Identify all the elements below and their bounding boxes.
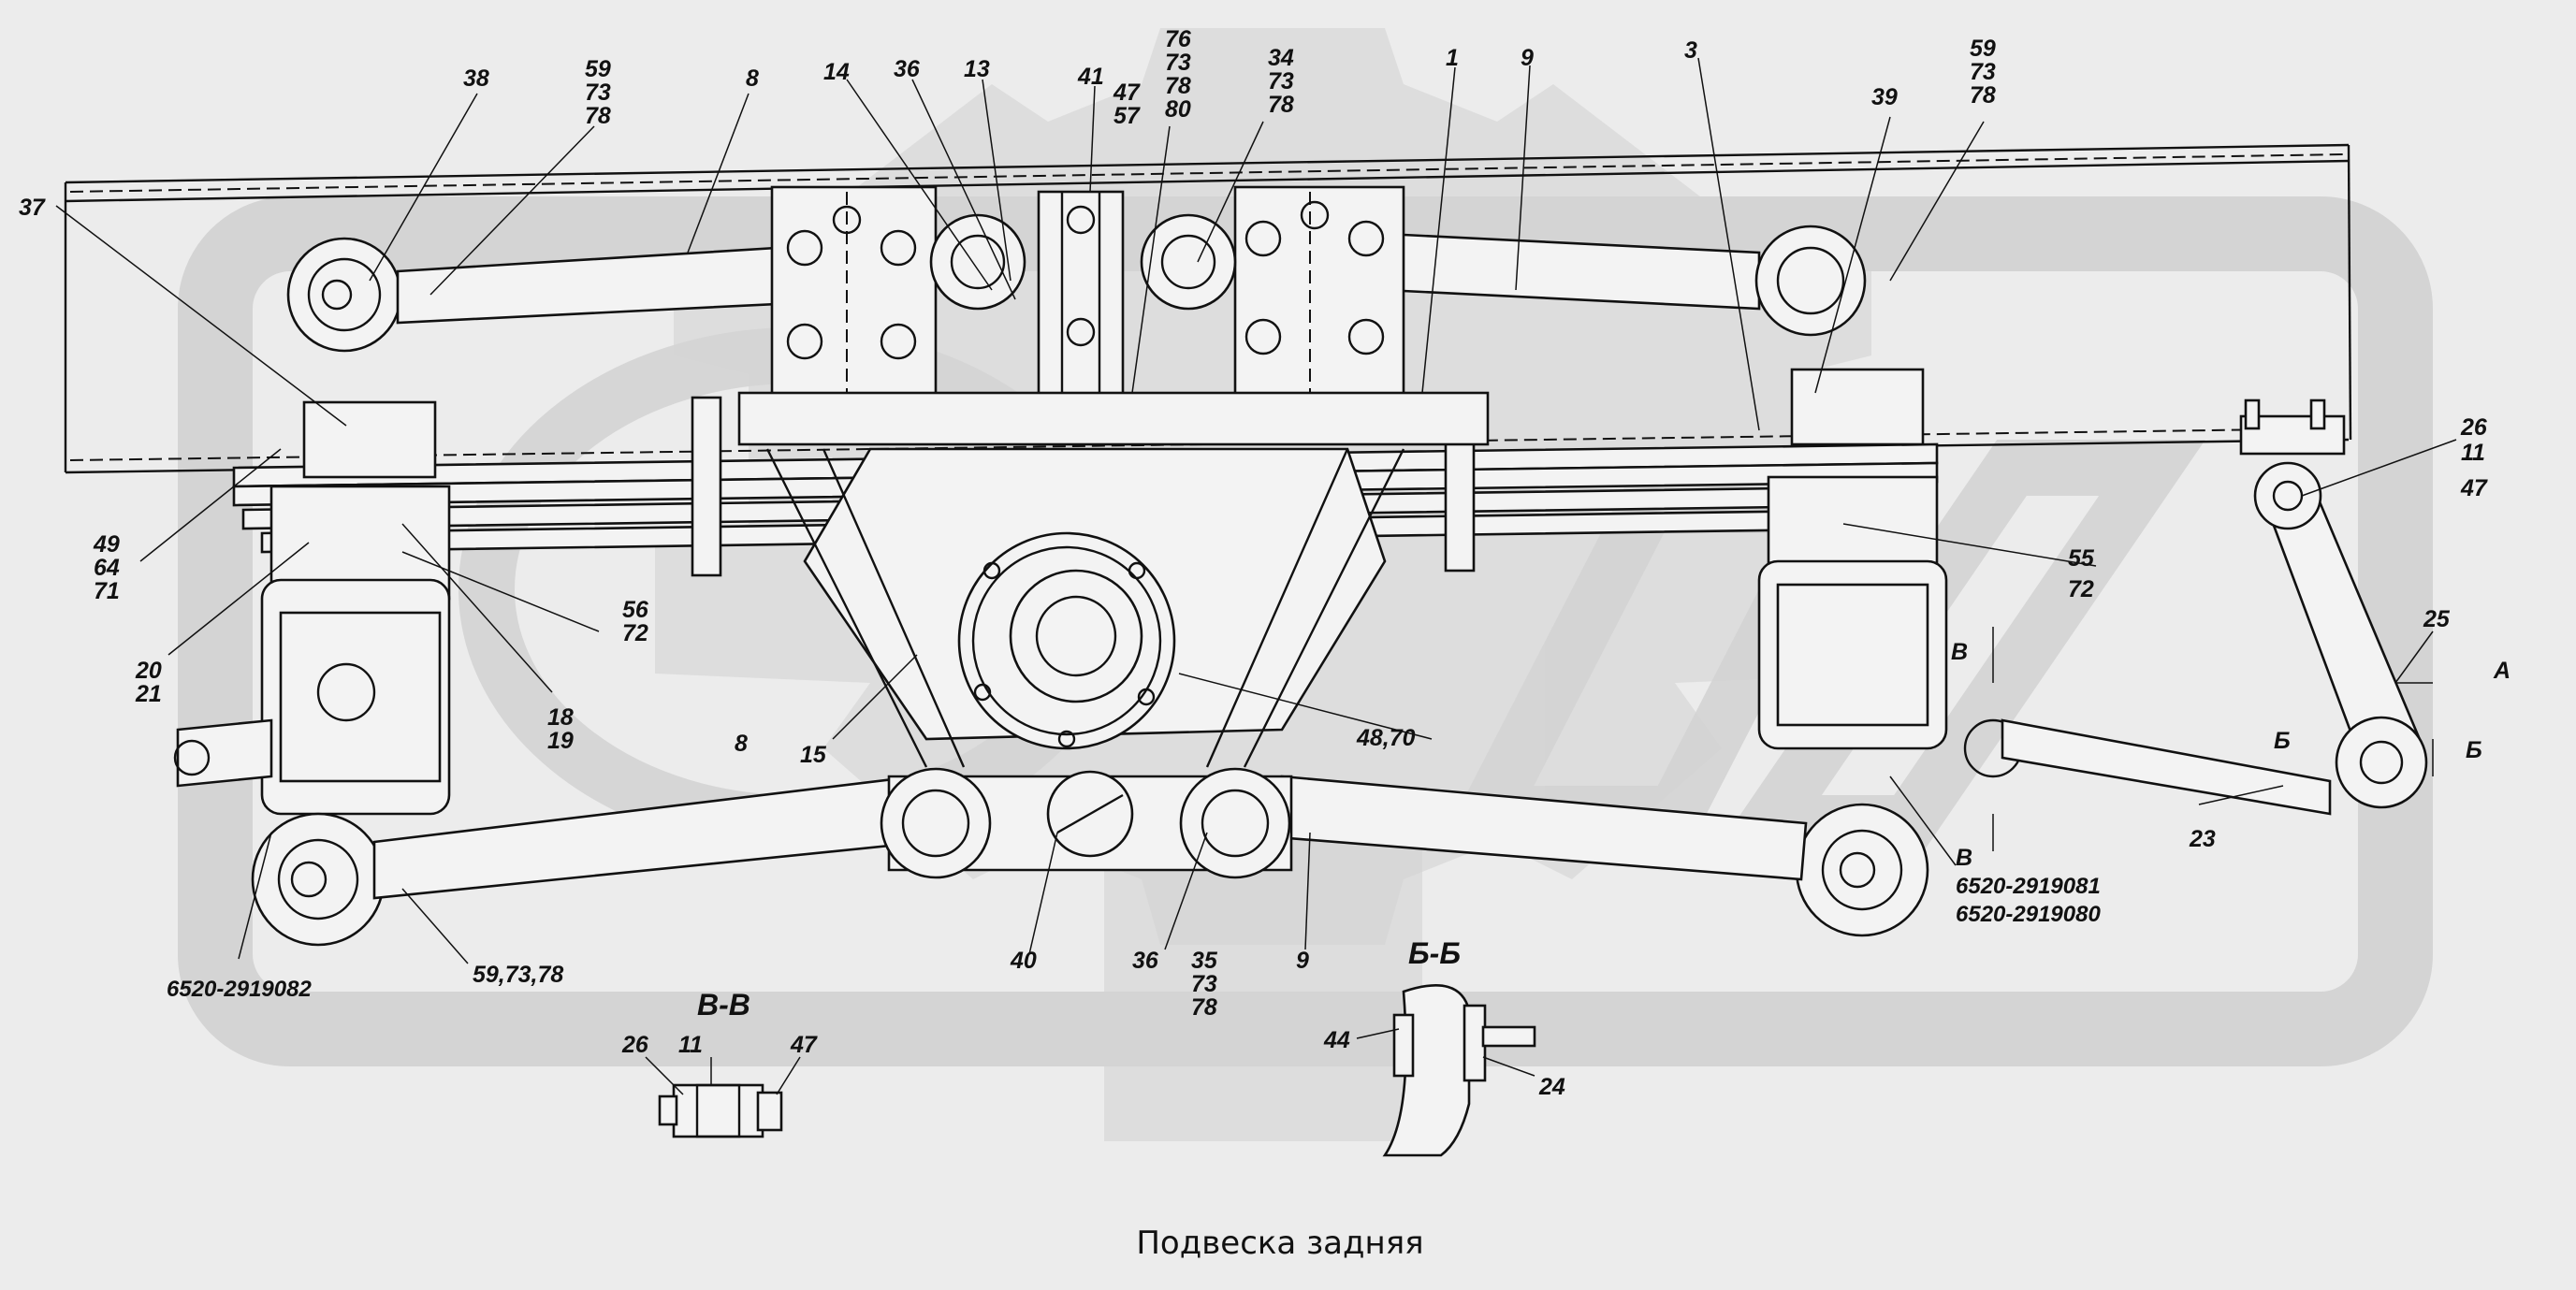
callout: 11 xyxy=(678,1032,703,1058)
callout: 80 xyxy=(1165,96,1191,123)
center-cross-member xyxy=(1037,190,1125,432)
callout: 59,73,78 xyxy=(473,962,563,988)
diagonal-struts xyxy=(765,448,1405,768)
callout: 13 xyxy=(964,56,990,82)
callout: 9 xyxy=(1521,45,1534,71)
callout: 47 xyxy=(790,1032,818,1058)
part-number: 6520-2919082 xyxy=(167,977,312,1002)
callout: 49 xyxy=(93,531,120,558)
callout: 8 xyxy=(735,731,748,757)
callout: 35 xyxy=(1191,948,1218,974)
callout: 73 xyxy=(1165,50,1191,76)
callout: 40 xyxy=(1010,948,1037,974)
callout: 44 xyxy=(1323,1027,1350,1053)
callout: 55 xyxy=(2068,545,2095,572)
lever-25 xyxy=(2239,399,2428,809)
callout: 26 xyxy=(2460,414,2488,441)
part-number: 6520-2919081 xyxy=(1956,874,2101,899)
callout: 24 xyxy=(1538,1074,1565,1100)
callout: 8 xyxy=(746,65,759,92)
callout: 48,70 xyxy=(1356,725,1416,751)
callout: 19 xyxy=(547,728,574,754)
leader-lines xyxy=(55,57,2457,1095)
callout: 59 xyxy=(585,56,611,82)
callout: 78 xyxy=(1268,92,1294,118)
callout: В xyxy=(1956,845,1972,871)
callout: 26 xyxy=(621,1032,649,1058)
callout: 25 xyxy=(2423,606,2451,632)
section-title-v-v: В-В xyxy=(697,988,750,1022)
callout: 9 xyxy=(1296,948,1309,974)
callout: А xyxy=(2493,658,2511,684)
callout: 11 xyxy=(2461,440,2485,466)
drawing-caption: Подвеска задняя xyxy=(1136,1225,1423,1262)
callout: 78 xyxy=(1970,82,1996,109)
callout: 41 xyxy=(1077,64,1104,90)
part-numbers: 6520-2919082 6520-2919081 6520-2919080 xyxy=(167,874,2101,1002)
callout-labels: 38 59 73 78 8 14 36 13 41 47 57 76 73 78… xyxy=(19,26,2511,1100)
callout: 64 xyxy=(94,555,120,581)
callout: Б xyxy=(2274,728,2291,754)
callout: 18 xyxy=(547,704,574,731)
callout: 72 xyxy=(622,620,648,646)
callout: 78 xyxy=(1191,994,1217,1021)
callout: 59 xyxy=(1970,36,1996,62)
callout: 71 xyxy=(94,578,120,604)
callout: 47 xyxy=(1113,80,1141,106)
callout: 36 xyxy=(1132,948,1159,974)
axle-hub xyxy=(803,447,1387,750)
center-upper-bushings xyxy=(929,213,1237,311)
callout: 78 xyxy=(585,103,611,129)
callout: 47 xyxy=(2460,475,2488,501)
callout: 21 xyxy=(135,681,162,707)
callout: 23 xyxy=(2189,826,2216,852)
callout: 37 xyxy=(19,195,46,221)
callout: 73 xyxy=(1970,59,1996,85)
callout: 72 xyxy=(2068,576,2094,602)
callout: 14 xyxy=(823,59,850,85)
rod-23 xyxy=(2001,718,2332,816)
callout: 20 xyxy=(135,658,162,684)
section-b-b-detail xyxy=(1382,984,1536,1157)
callout: 57 xyxy=(1113,103,1141,129)
callout: 3 xyxy=(1684,37,1697,64)
callout: 73 xyxy=(1268,68,1294,94)
callout: 76 xyxy=(1165,26,1192,52)
callout: 39 xyxy=(1871,84,1898,110)
callout: 34 xyxy=(1268,45,1294,71)
section-v-v-detail xyxy=(658,1083,783,1138)
lower-center-bushings xyxy=(880,767,1293,879)
callout: 36 xyxy=(894,56,921,82)
callout: 73 xyxy=(1191,971,1217,997)
callout: 56 xyxy=(622,597,649,623)
part-number: 6520-2919080 xyxy=(1956,902,2101,927)
callout: 78 xyxy=(1165,73,1191,99)
callout: 15 xyxy=(800,742,827,768)
callout: В xyxy=(1951,639,1968,665)
callout: 1 xyxy=(1446,45,1459,71)
callout: 73 xyxy=(585,80,611,106)
right-balancer-block xyxy=(1754,225,2023,937)
callout: Б xyxy=(2466,737,2482,763)
center-bracket-left xyxy=(770,185,938,418)
callout: 38 xyxy=(463,65,489,92)
left-balancer-block xyxy=(173,400,451,947)
section-title-b-b: Б-Б xyxy=(1408,936,1461,970)
center-bracket-right xyxy=(1233,185,1405,413)
